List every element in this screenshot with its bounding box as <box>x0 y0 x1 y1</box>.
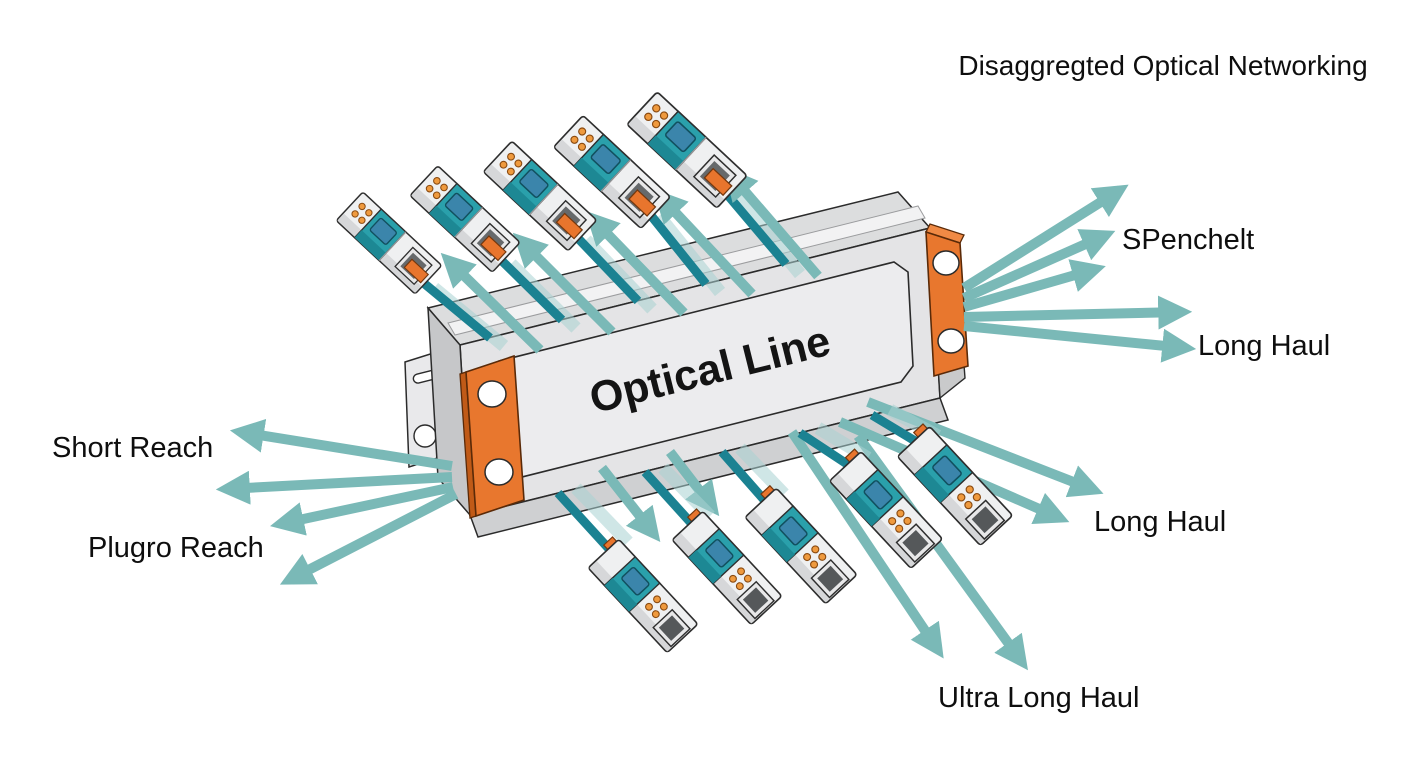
arrow <box>963 295 1193 330</box>
fiber-cable <box>493 252 566 324</box>
arrows-long-haul-right <box>961 184 1197 363</box>
fiber-cable <box>718 449 770 505</box>
cables-bottom <box>554 404 942 554</box>
arrow <box>787 429 944 659</box>
arrow <box>962 259 1106 312</box>
label-spenchelt: SPenchelt <box>1122 224 1255 256</box>
label-short-reach: Short Reach <box>52 432 214 464</box>
fiber-cable <box>797 429 853 470</box>
arrow <box>723 166 822 280</box>
arrow <box>653 188 756 298</box>
label-plugro-reach: Plugro Reach <box>88 532 264 564</box>
arrow <box>270 482 455 536</box>
diagram-title: Disaggregted Optical Networking <box>958 50 1368 81</box>
label-long-haul-right: Long Haul <box>1198 330 1331 362</box>
arrow <box>279 489 459 585</box>
label-long-haul-bottom: Long Haul <box>1094 506 1227 538</box>
transceiver-module <box>583 534 699 654</box>
arrow <box>598 464 661 543</box>
arrow <box>440 252 544 354</box>
arrow <box>963 321 1197 363</box>
fiber-cable <box>554 489 614 554</box>
arrow <box>666 448 720 517</box>
arrow <box>961 229 1116 303</box>
fiber-cable <box>568 228 642 305</box>
cables-top <box>417 183 806 352</box>
arrow <box>215 470 453 505</box>
fiber-cable <box>417 276 493 342</box>
fiber-cable <box>641 468 696 528</box>
arrows-top <box>440 166 822 354</box>
arrow <box>229 418 453 471</box>
label-ultra-long-haul: Ultra Long Haul <box>938 682 1140 714</box>
arrow <box>961 184 1129 293</box>
arrow <box>853 433 1028 671</box>
chassis-top-bevel <box>447 205 926 336</box>
arrow <box>584 210 688 317</box>
arrow <box>512 232 616 336</box>
arrows-short-reach <box>215 418 459 585</box>
mounting-bracket-right <box>925 223 969 378</box>
fiber-cable <box>869 411 923 448</box>
mounting-bracket-left <box>459 354 525 519</box>
